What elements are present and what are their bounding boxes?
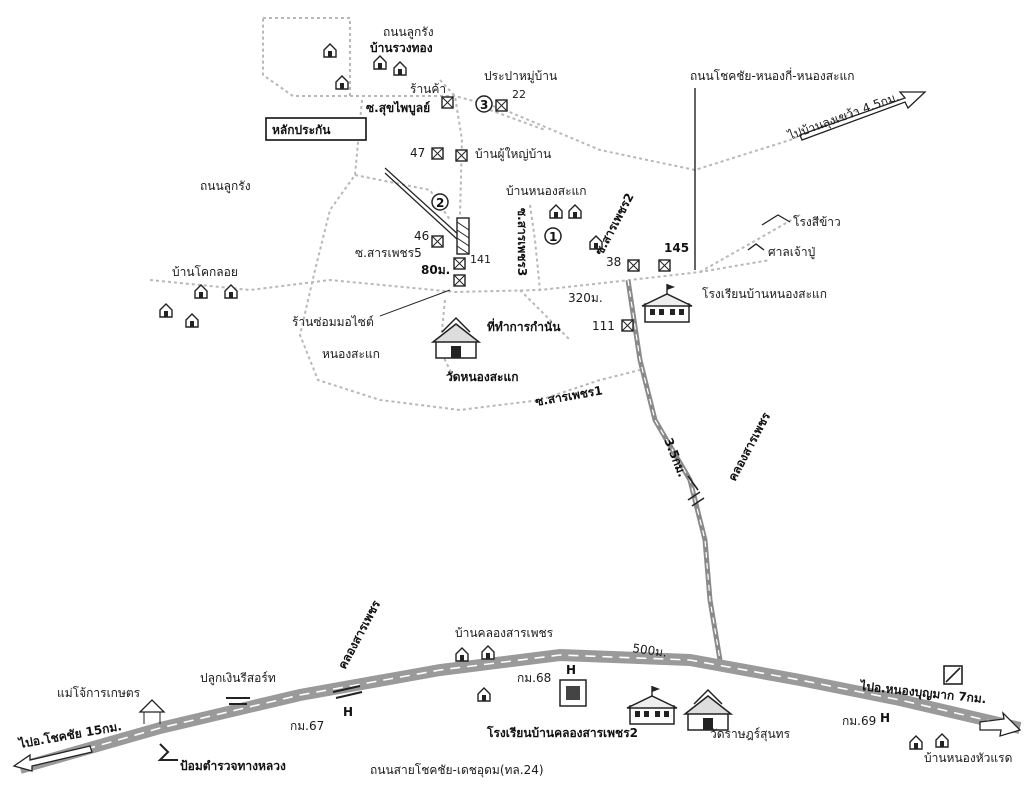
- label-thi-tham-kan: ที่ทำการกำนัน: [487, 318, 561, 334]
- label-road-chokchai: ถนนโชคชัย-หนองกี่-หนองสะแก: [690, 67, 855, 83]
- label-road-lookrang-left: ถนนลูกรัง: [200, 179, 251, 194]
- label-ban-khlong-sarapet: บ้านคลองสารเพชร: [455, 626, 554, 640]
- shrine-icon: [747, 243, 765, 251]
- svg-text:1: 1: [549, 230, 557, 244]
- svg-text:2: 2: [436, 196, 444, 210]
- label-km-68: กม.68: [517, 671, 551, 685]
- label-road-lookrang-top: ถนนลูกรัง: [383, 25, 434, 40]
- building-km68-icon: [559, 679, 587, 707]
- label-wat-rat: วัดราษฎร์สุนทร: [710, 727, 791, 742]
- canal-crossing: [332, 475, 705, 699]
- pointer-line-lak: [384, 167, 461, 237]
- label-num-141: 141: [470, 253, 491, 266]
- label-wat-nongsakae: วัดหนองสะแก: [446, 370, 518, 384]
- label-ban-ruangthong: บ้านรวงทอง: [370, 41, 433, 55]
- lak-prakan-box: [265, 117, 367, 141]
- label-ban-nonghuaraet: บ้านหนองหัวแรด: [924, 751, 1012, 765]
- label-ran-kha: ร้านค้า: [410, 82, 446, 96]
- label-nong-sakae: หนองสะแก: [322, 347, 380, 361]
- label-ran-som: ร้านซ่อมมอไซต์: [292, 315, 374, 329]
- label-soi-sarapet2: ซ.สารเพชร2: [592, 191, 636, 258]
- police-post-icon: [157, 743, 178, 761]
- sign-icon: [943, 665, 963, 685]
- label-km-69: กม.69: [842, 714, 876, 728]
- label-num-47: 47: [410, 146, 425, 160]
- label-num-22: 22: [512, 88, 526, 101]
- label-num-38: 38: [606, 255, 621, 269]
- svg-text:H: H: [343, 705, 353, 719]
- arrow-icon: [799, 91, 927, 141]
- label-soi-sarapet3: ซ.สารเพชร3: [515, 208, 529, 276]
- label-dist-80: 80ม.: [421, 263, 450, 277]
- label-soi-sarapet5: ซ.สารเพชร5: [355, 246, 422, 260]
- km-marker-icon: H H H: [343, 663, 890, 725]
- label-prapa: ประปาหมู่บ้าน: [484, 69, 557, 84]
- label-km-67: กม.67: [290, 719, 324, 733]
- label-road-main: ถนนสายโชคชัย-เดชอุดม(ทล.24): [370, 763, 544, 778]
- label-num-111: 111: [592, 319, 615, 333]
- label-plook-ngoen: ปลูกเงินรีสอร์ท: [200, 671, 276, 686]
- minor-roads: [149, 17, 861, 412]
- label-ban-khoklouy: บ้านโคกลอย: [172, 265, 238, 279]
- svg-text:H: H: [880, 711, 890, 725]
- label-num-46: 46: [414, 229, 429, 243]
- label-khlong-sarapet: คลองสารเพชร: [725, 410, 773, 484]
- svg-text:H: H: [566, 663, 576, 677]
- label-dist-35: 3.5กม.: [661, 436, 689, 479]
- circle-marker-1: 1: [544, 227, 562, 245]
- label-mae-jo: แม่โจ้การเกษตร: [57, 686, 141, 700]
- highway-24: [18, 648, 1022, 774]
- label-san-chao-pu: ศาลเจ้าปู่: [768, 245, 815, 260]
- label-dist-500: 500ม.: [632, 641, 668, 660]
- label-pom-tamruat: ป้อมตำรวจทางหลวง: [180, 759, 286, 773]
- arrow-icon: [12, 745, 93, 772]
- label-to-ban-lung: ไปบ้านลุงเขว้า 4.5กม.: [785, 90, 901, 144]
- hut-icon: [138, 699, 166, 724]
- svg-text:3: 3: [480, 98, 488, 112]
- label-soi-suksai: ซ.สุขไพบูลย์: [366, 100, 430, 116]
- school-icon: [641, 283, 693, 323]
- resort-icon: [226, 697, 250, 705]
- pointer-line-ransom: [379, 289, 451, 317]
- school-icon: [626, 685, 678, 725]
- temple-icon: [432, 317, 480, 359]
- pointer-line-lak-2: [384, 172, 459, 241]
- label-lak-prakan: หลักประกัน: [272, 123, 331, 137]
- label-khlong-sarapet-lower: คลองสารเพชร: [335, 598, 383, 672]
- arrow-icon: [979, 711, 1022, 737]
- label-rong-si-khao: โรงสีข้าว: [793, 215, 841, 229]
- label-school-nongsakae: โรงเรียนบ้านหนองสะแก: [702, 287, 827, 301]
- circle-marker-3: 3: [475, 95, 493, 113]
- temple-icon: [684, 689, 732, 731]
- label-dist-320: 320ม.: [568, 291, 603, 305]
- mill-icon: [761, 214, 791, 226]
- label-school-khlong: โรงเรียนบ้านคลองสารเพชร2: [486, 725, 638, 740]
- label-num-145: 145: [664, 241, 689, 255]
- label-soi-sarapet1: ซ.สารเพชร1: [534, 383, 604, 409]
- plot-box-icon: [431, 96, 671, 332]
- label-ban-nongsakae: บ้านหนองสะแก: [506, 184, 587, 198]
- label-ban-phuyai: บ้านผู้ใหญ่บ้าน: [475, 147, 551, 162]
- circle-marker-2: 2: [431, 193, 449, 211]
